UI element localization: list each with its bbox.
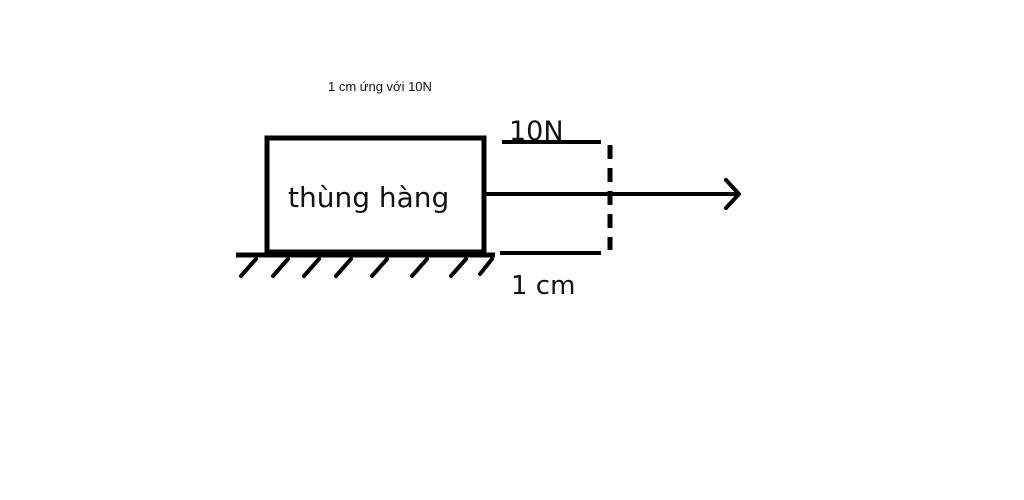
hatch-mark <box>271 257 290 278</box>
unit-label: 1 cm <box>511 271 575 301</box>
ground-hatching <box>239 257 494 278</box>
scale-note: 1 cm ứng với 10N <box>328 79 432 94</box>
hatch-mark <box>410 257 429 278</box>
hatch-mark <box>370 257 389 278</box>
hatch-mark <box>302 257 321 278</box>
hatch-mark <box>334 257 353 278</box>
cargo-box-label: thùng hàng <box>288 181 449 214</box>
hatch-mark <box>239 257 258 278</box>
force-arrowhead <box>724 178 741 210</box>
hatch-mark <box>478 257 494 276</box>
force-label: 10N <box>509 116 564 147</box>
hatch-mark <box>449 257 468 278</box>
